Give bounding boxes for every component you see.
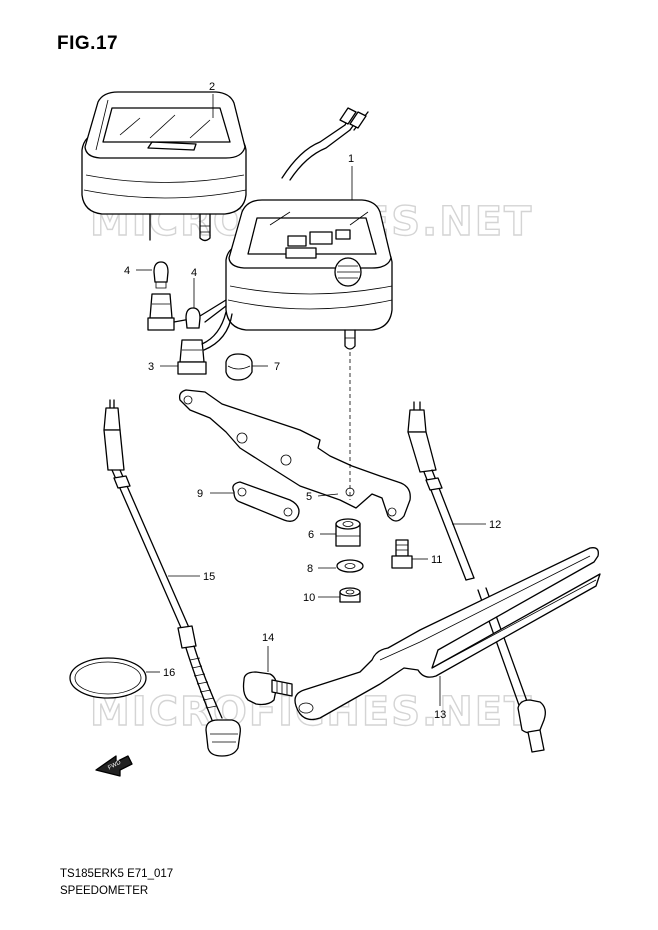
part-6-cushion[interactable] (335, 518, 361, 547)
callout-4a: 4 (124, 265, 130, 277)
callout-7: 7 (274, 361, 280, 373)
callout-14: 14 (262, 632, 274, 644)
part-3-socket-left[interactable] (147, 293, 197, 331)
part-1-meter-assembly[interactable] (199, 199, 393, 350)
part-7-grommet[interactable] (225, 353, 253, 381)
callout-10: 10 (303, 592, 315, 604)
callout-13: 13 (434, 709, 446, 721)
callout-6: 6 (308, 529, 314, 541)
callout-9: 9 (197, 488, 203, 500)
callout-5: 5 (306, 491, 312, 503)
part-14-bolt[interactable] (242, 671, 293, 706)
part-10-nut[interactable] (339, 587, 361, 603)
part-11-bolt[interactable] (391, 539, 413, 569)
model-code: TS185ERK5 E71_017 (60, 868, 174, 880)
callout-8: 8 (307, 563, 313, 575)
leader-5 (317, 493, 339, 497)
part-4-bulb-left[interactable] (153, 261, 169, 289)
part-2-meter-housing[interactable] (81, 91, 369, 242)
part-8-washer[interactable] (336, 559, 364, 573)
part-4-bulb-right[interactable] (185, 307, 201, 329)
callout-2: 2 (209, 81, 215, 93)
callout-1: 1 (348, 153, 354, 165)
part-9-plate[interactable] (232, 481, 300, 522)
part-13-meter-bracket-arm[interactable] (294, 547, 601, 721)
figure-title: FIG.17 (57, 33, 119, 54)
callout-12: 12 (489, 519, 501, 531)
part-15-speedometer-cable[interactable] (103, 399, 241, 757)
part-16-o-ring[interactable] (69, 657, 147, 699)
callout-3: 3 (148, 361, 154, 373)
callout-16: 16 (163, 667, 175, 679)
callout-11: 11 (431, 554, 442, 566)
callout-4b: 4 (191, 267, 197, 279)
callout-15: 15 (203, 571, 215, 583)
part-3-socket-main[interactable] (177, 311, 233, 375)
section-name: SPEEDOMETER (60, 885, 149, 897)
part-12-tachometer-cable[interactable] (407, 401, 546, 753)
fwd-arrow-icon: FWD (95, 755, 133, 777)
meter-bracket[interactable] (178, 389, 411, 522)
